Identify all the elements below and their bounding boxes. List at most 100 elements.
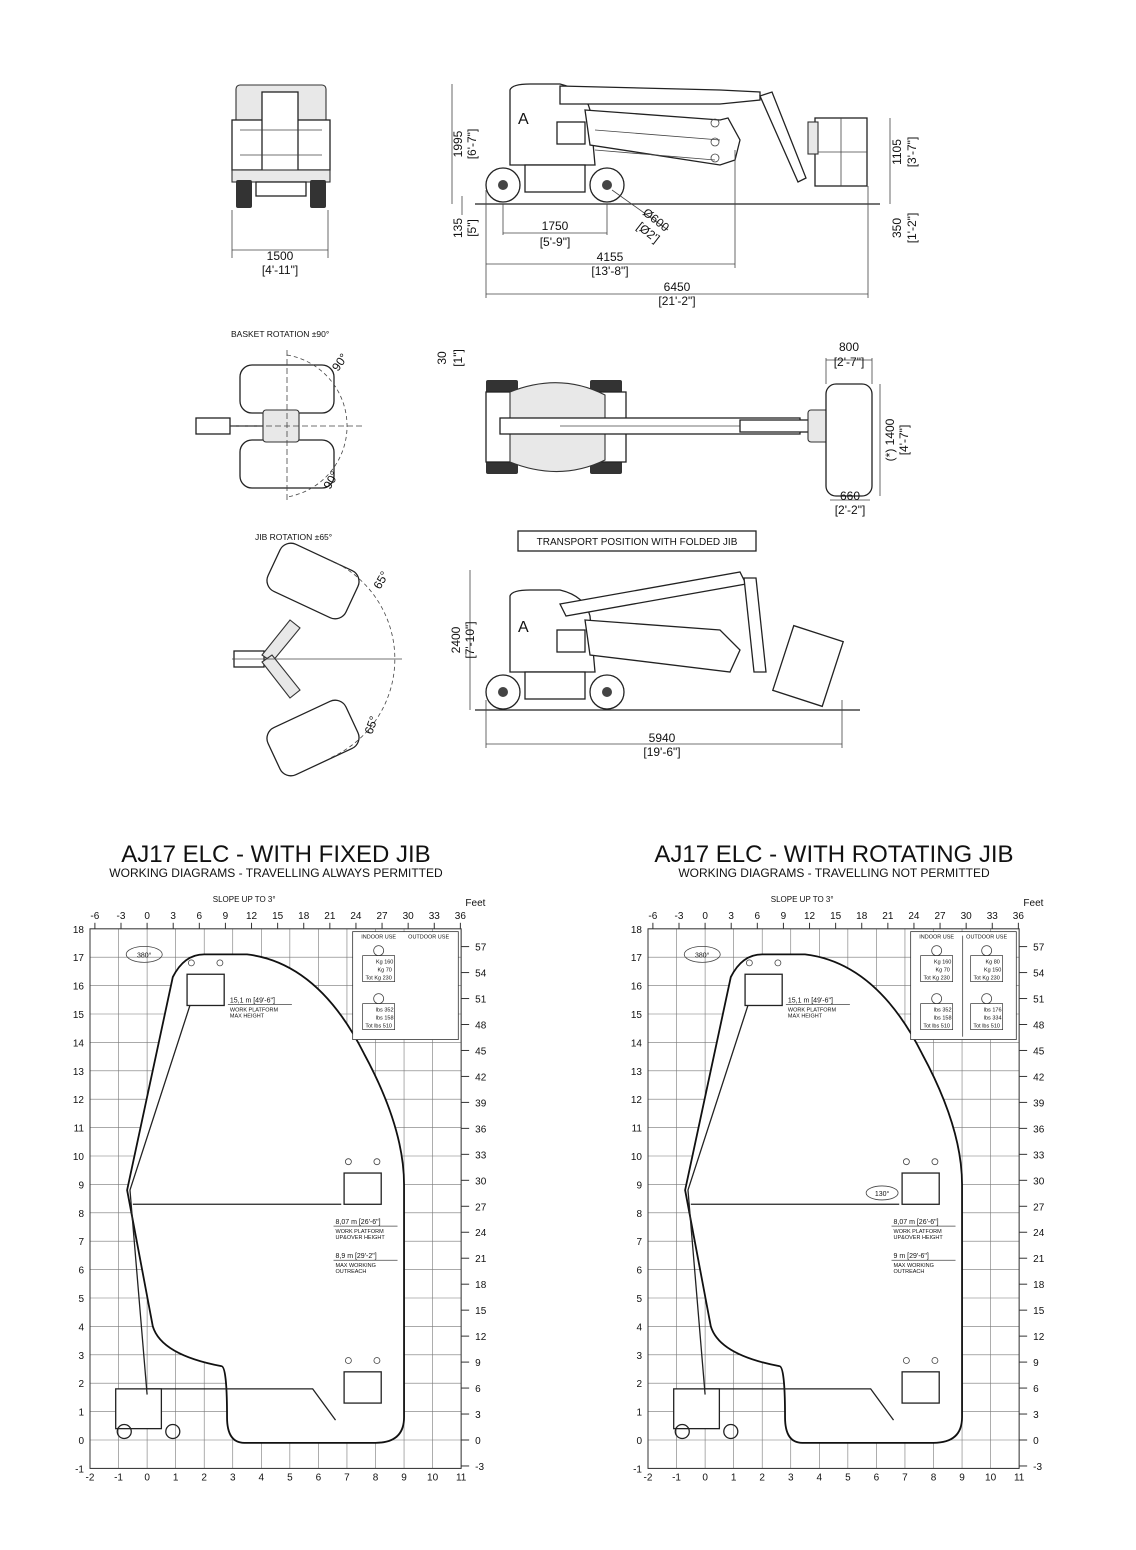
load-box: [970, 1003, 1004, 1030]
basket-width: (*) 1400: [883, 418, 897, 461]
outdoor-label: OUTDOOR USE: [408, 935, 449, 941]
load-value: Tot lbs 510: [923, 1024, 950, 1030]
x-tick-m: 4: [817, 1472, 823, 1483]
x-tick-ft: -3: [675, 911, 684, 922]
load-value: Kg 70: [377, 968, 391, 974]
x-tick-m: 5: [845, 1472, 851, 1483]
y-tick-ft: 51: [475, 995, 487, 1006]
x-tick-ft: 0: [144, 911, 150, 922]
front-width: 1500: [267, 249, 294, 263]
y-tick-ft: 36: [1033, 1124, 1045, 1135]
wheelbase: 1750: [542, 219, 569, 233]
transport-label: TRANSPORT POSITION WITH FOLDED JIB: [537, 537, 738, 548]
x-tick-ft: 0: [702, 911, 708, 922]
side-view: A 1995 [6'-7"] 135 [5"] 1750 [5'-9"] Ø60…: [451, 83, 919, 308]
x-tick-m: 9: [401, 1472, 407, 1483]
plot-frame: [647, 928, 1020, 1469]
x-tick-ft: 3: [170, 911, 176, 922]
rotation-arrow-icon: [683, 945, 721, 963]
y-tick-m: 10: [73, 1152, 85, 1163]
y-tick-m: 14: [73, 1038, 85, 1049]
y-tick-ft: 27: [1033, 1202, 1045, 1213]
y-tick-ft: 51: [1033, 995, 1045, 1006]
y-tick-ft: 9: [1033, 1358, 1039, 1369]
y-tick-m: 17: [631, 953, 643, 964]
y-tick-ft: 15: [475, 1306, 487, 1317]
y-tick-m: 7: [636, 1237, 642, 1248]
y-tick-m: 14: [631, 1038, 643, 1049]
load-value: Tot Kg 230: [924, 976, 950, 982]
y-tick-m: 0: [636, 1436, 642, 1447]
x-tick-m: 6: [874, 1472, 880, 1483]
x-tick-m: -1: [672, 1472, 681, 1483]
basket-rotation-title: BASKET ROTATION ±90°: [231, 329, 329, 339]
basket-inner: 660: [840, 489, 860, 503]
max-outreach-value: 8,9 m [29'-2"]: [336, 1253, 377, 1260]
transport-view: TRANSPORT POSITION WITH FOLDED JIB A 240…: [449, 530, 860, 759]
y-tick-m: 15: [631, 1010, 643, 1021]
x-tick-ft: 12: [804, 911, 816, 922]
transport-height-ft: [7'-10"]: [463, 621, 477, 658]
y-tick-m: -1: [75, 1464, 84, 1475]
plot-frame: [89, 928, 462, 1469]
x-tick-m: -1: [114, 1472, 123, 1483]
operator-icon: [187, 959, 195, 967]
y-tick-m: 8: [636, 1209, 642, 1220]
top-offset: 30: [435, 351, 449, 365]
feet-axis-label: Feet: [465, 898, 485, 909]
max-outreach-value: 9 m [29'-6"]: [894, 1253, 929, 1260]
max-height-label: MAX HEIGHT: [788, 1014, 823, 1020]
y-tick-m: 11: [632, 1124, 643, 1135]
transport-length: 5940: [649, 731, 676, 745]
stowed-length: 4155: [597, 250, 624, 264]
y-tick-m: 0: [78, 1436, 84, 1447]
x-tick-ft: 18: [298, 911, 310, 922]
rotation-arrow-icon: [125, 945, 163, 963]
y-tick-ft: 24: [475, 1228, 487, 1239]
x-tick-m: 11: [456, 1472, 467, 1483]
basket-floor-height: 350: [890, 218, 904, 238]
load-value: lbs 352: [376, 1008, 394, 1014]
wheelbase-ft: [5'-9"]: [540, 235, 571, 249]
overall-length-ft: [21'-2"]: [658, 294, 695, 308]
operator-icon: [373, 1158, 381, 1166]
load-value: Tot Kg 230: [974, 976, 1000, 982]
x-tick-m: 4: [259, 1472, 265, 1483]
load-value: Kg 160: [376, 960, 393, 966]
basket-depth: 800: [839, 340, 859, 354]
ground-clearance: 135: [451, 218, 465, 238]
load-value: Tot lbs 510: [973, 1024, 1000, 1030]
y-tick-ft: 39: [1033, 1098, 1045, 1109]
load-box: [970, 955, 1004, 982]
chart-subtitle: WORKING DIAGRAMS - TRAVELLING ALWAYS PER…: [109, 866, 443, 880]
y-tick-ft: 27: [475, 1202, 487, 1213]
jib-rotation-title: JIB ROTATION ±65°: [255, 532, 332, 542]
upover-height-label: UP&OVER HEIGHT: [894, 1235, 944, 1241]
x-tick-ft: 12: [246, 911, 258, 922]
y-tick-m: 12: [73, 1095, 85, 1106]
max-height-label: MAX HEIGHT: [230, 1014, 265, 1020]
x-tick-ft: 24: [908, 911, 920, 922]
upover-height-label: UP&OVER HEIGHT: [336, 1235, 386, 1241]
y-tick-m: 9: [78, 1180, 84, 1191]
basket-height: 1105: [890, 139, 904, 165]
x-tick-m: 8: [373, 1472, 379, 1483]
y-tick-ft: 30: [1033, 1176, 1045, 1187]
x-tick-ft: 9: [781, 911, 787, 922]
basket-inner-ft: [2'-2"]: [835, 503, 866, 517]
x-tick-m: 0: [144, 1472, 150, 1483]
jib-angle-bottom: 65°: [362, 714, 381, 736]
y-tick-m: 10: [631, 1152, 643, 1163]
outdoor-label: OUTDOOR USE: [966, 935, 1007, 941]
max-height-label: WORK PLATFORM: [788, 1008, 837, 1014]
top-offset-ft: [1"]: [451, 349, 465, 367]
basket-floor-height-ft: [1'-2"]: [905, 213, 919, 244]
y-tick-ft: 54: [1033, 969, 1045, 980]
load-value: lbs 158: [376, 1016, 394, 1022]
x-tick-m: 10: [985, 1472, 997, 1483]
load-box: [362, 1003, 396, 1030]
max-height-value: 15,1 m [49'-6"]: [230, 998, 275, 1005]
boom-outreach: [705, 1388, 895, 1421]
